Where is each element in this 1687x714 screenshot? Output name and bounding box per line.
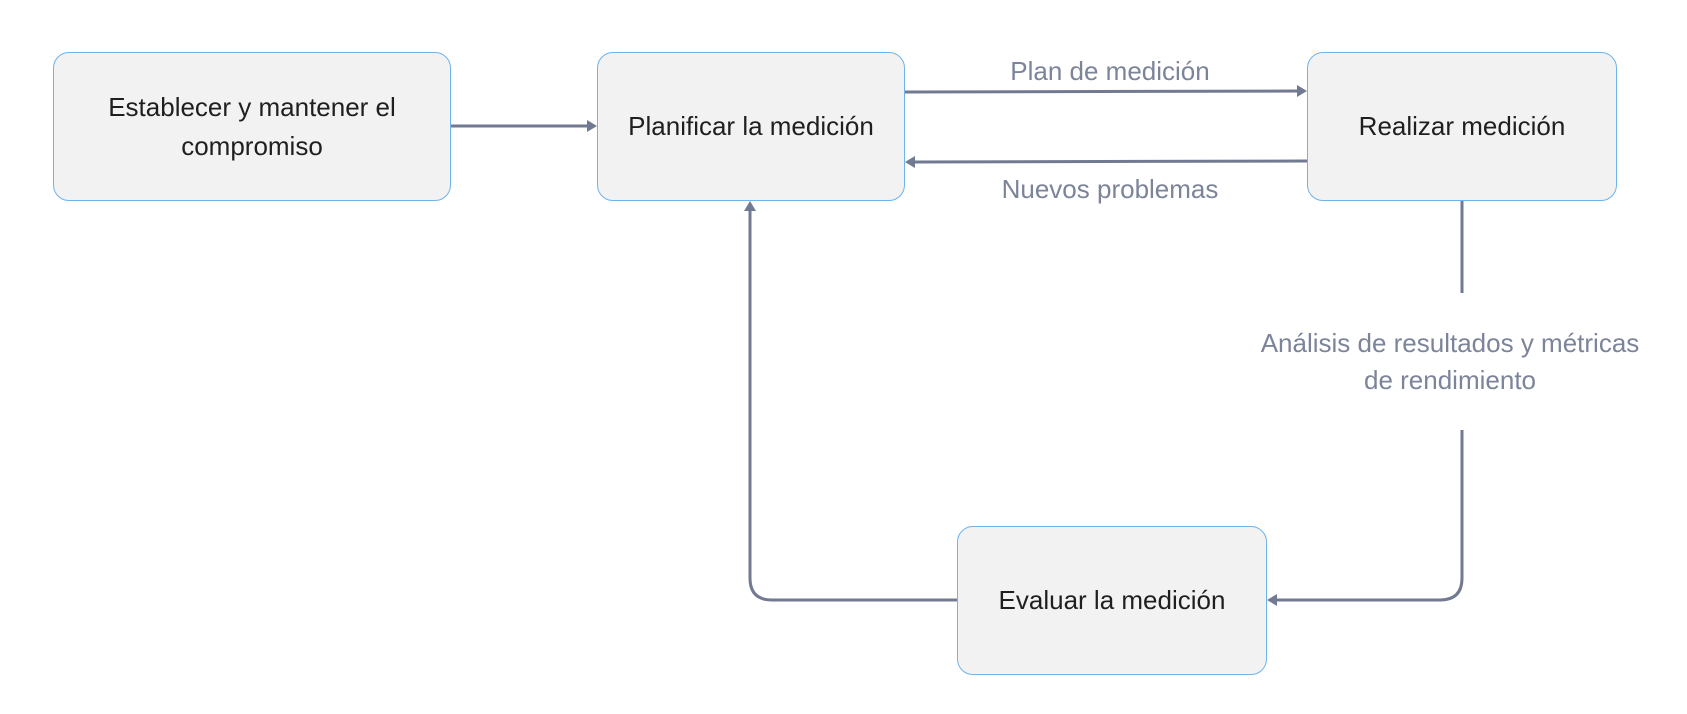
edge-analysis-to-evaluate (1276, 430, 1464, 602)
edge-evaluate-to-plan (748, 210, 957, 602)
edge-label-analisis-resultados: Análisis de resultados y métricas de ren… (1260, 328, 1640, 395)
node-establish-commitment-label: Establecer y mantener el compromiso (108, 91, 396, 161)
arrowhead-into-plan-bottom (744, 201, 756, 211)
arrowhead-into-evaluate (1267, 594, 1277, 606)
edge-label-plan-de-medicion: Plan de medición (1010, 56, 1210, 86)
node-plan-measurement-label: Planificar la medición (628, 111, 874, 141)
arrowhead-into-plan-right (905, 156, 915, 168)
node-establish-commitment[interactable]: Establecer y mantener el compromiso (53, 52, 451, 201)
node-evaluate-measurement-label: Evaluar la medición (998, 585, 1226, 615)
arrowhead-into-plan-left (587, 120, 597, 132)
edge-label-nuevos-problemas: Nuevos problemas (1001, 174, 1219, 204)
node-perform-measurement[interactable]: Realizar medición (1307, 52, 1617, 201)
node-perform-measurement-label: Realizar medición (1358, 111, 1566, 141)
edge-plan-to-perform (904, 89, 1299, 94)
arrowhead-into-perform (1297, 85, 1307, 97)
edge-perform-to-plan (913, 159, 1308, 164)
node-evaluate-measurement[interactable]: Evaluar la medición (957, 526, 1267, 675)
node-plan-measurement[interactable]: Planificar la medición (597, 52, 905, 201)
